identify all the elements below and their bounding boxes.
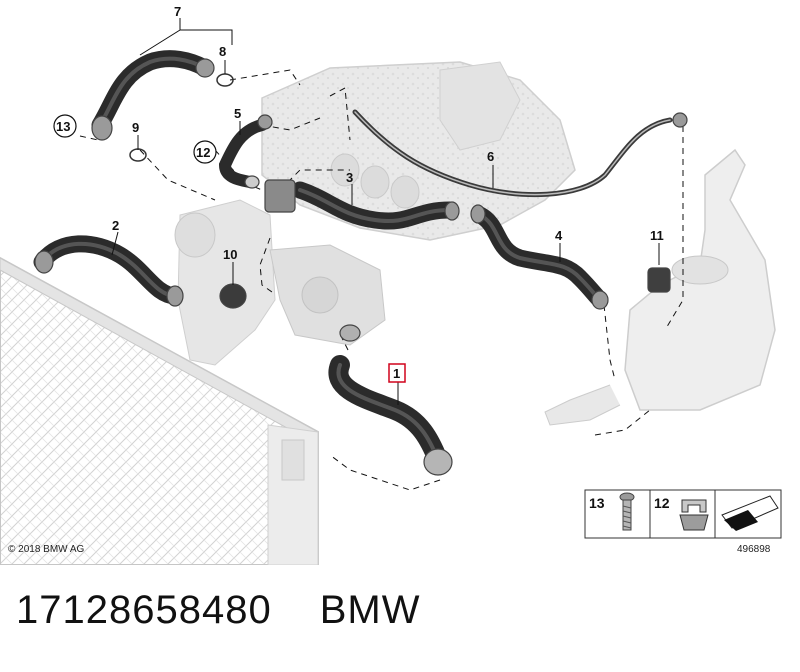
engine-block [174, 61, 576, 366]
o-rings [129, 73, 234, 162]
legend-item-12: 12 [654, 495, 670, 511]
callout-5: 5 [234, 106, 241, 121]
bolt-icon [619, 492, 635, 531]
callout-4: 4 [555, 228, 563, 243]
callout-10: 10 [223, 247, 237, 262]
callout-9: 9 [132, 120, 139, 135]
callout-1-highlight [388, 363, 406, 383]
connectors [34, 58, 688, 476]
callout-1: 1 [393, 366, 400, 381]
hose-1 [328, 355, 448, 470]
callout-13: 13 [56, 119, 70, 134]
hose-4 [471, 206, 609, 309]
part-caption: 17128658480 BMW [16, 588, 420, 633]
hoses [33, 50, 673, 470]
diagram-number: 496898 [737, 544, 771, 555]
callout-2: 2 [112, 218, 119, 233]
legend: 13 12 [584, 489, 782, 539]
hose-5 [218, 119, 268, 188]
callout-12: 12 [196, 145, 210, 160]
radiator [0, 256, 319, 565]
panel-arrow-icon [721, 495, 779, 531]
callout-7: 7 [174, 4, 181, 19]
callout-6: 6 [487, 149, 494, 164]
leader-lines [79, 69, 684, 491]
legend-item-13: 13 [589, 495, 605, 511]
callout-12-circle [193, 140, 217, 164]
copyright: © 2018 BMW AG [8, 544, 85, 555]
clip-icon [679, 499, 709, 531]
callout-11: 11 [650, 228, 664, 243]
brand-name: BMW [319, 588, 421, 632]
expansion-tank [544, 148, 776, 426]
callout-8: 8 [219, 44, 226, 59]
callouts: 7 8 5 9 6 3 2 4 11 10 12 13 1 [53, 4, 664, 383]
callout-3: 3 [346, 170, 353, 185]
callout-13-circle [53, 114, 77, 138]
part-number: 17128658480 [16, 588, 272, 632]
cooling-hose-diagram: 7 8 5 9 6 3 2 4 11 10 12 13 1 13 12 [0, 4, 782, 565]
callout-leaders [111, 18, 660, 405]
